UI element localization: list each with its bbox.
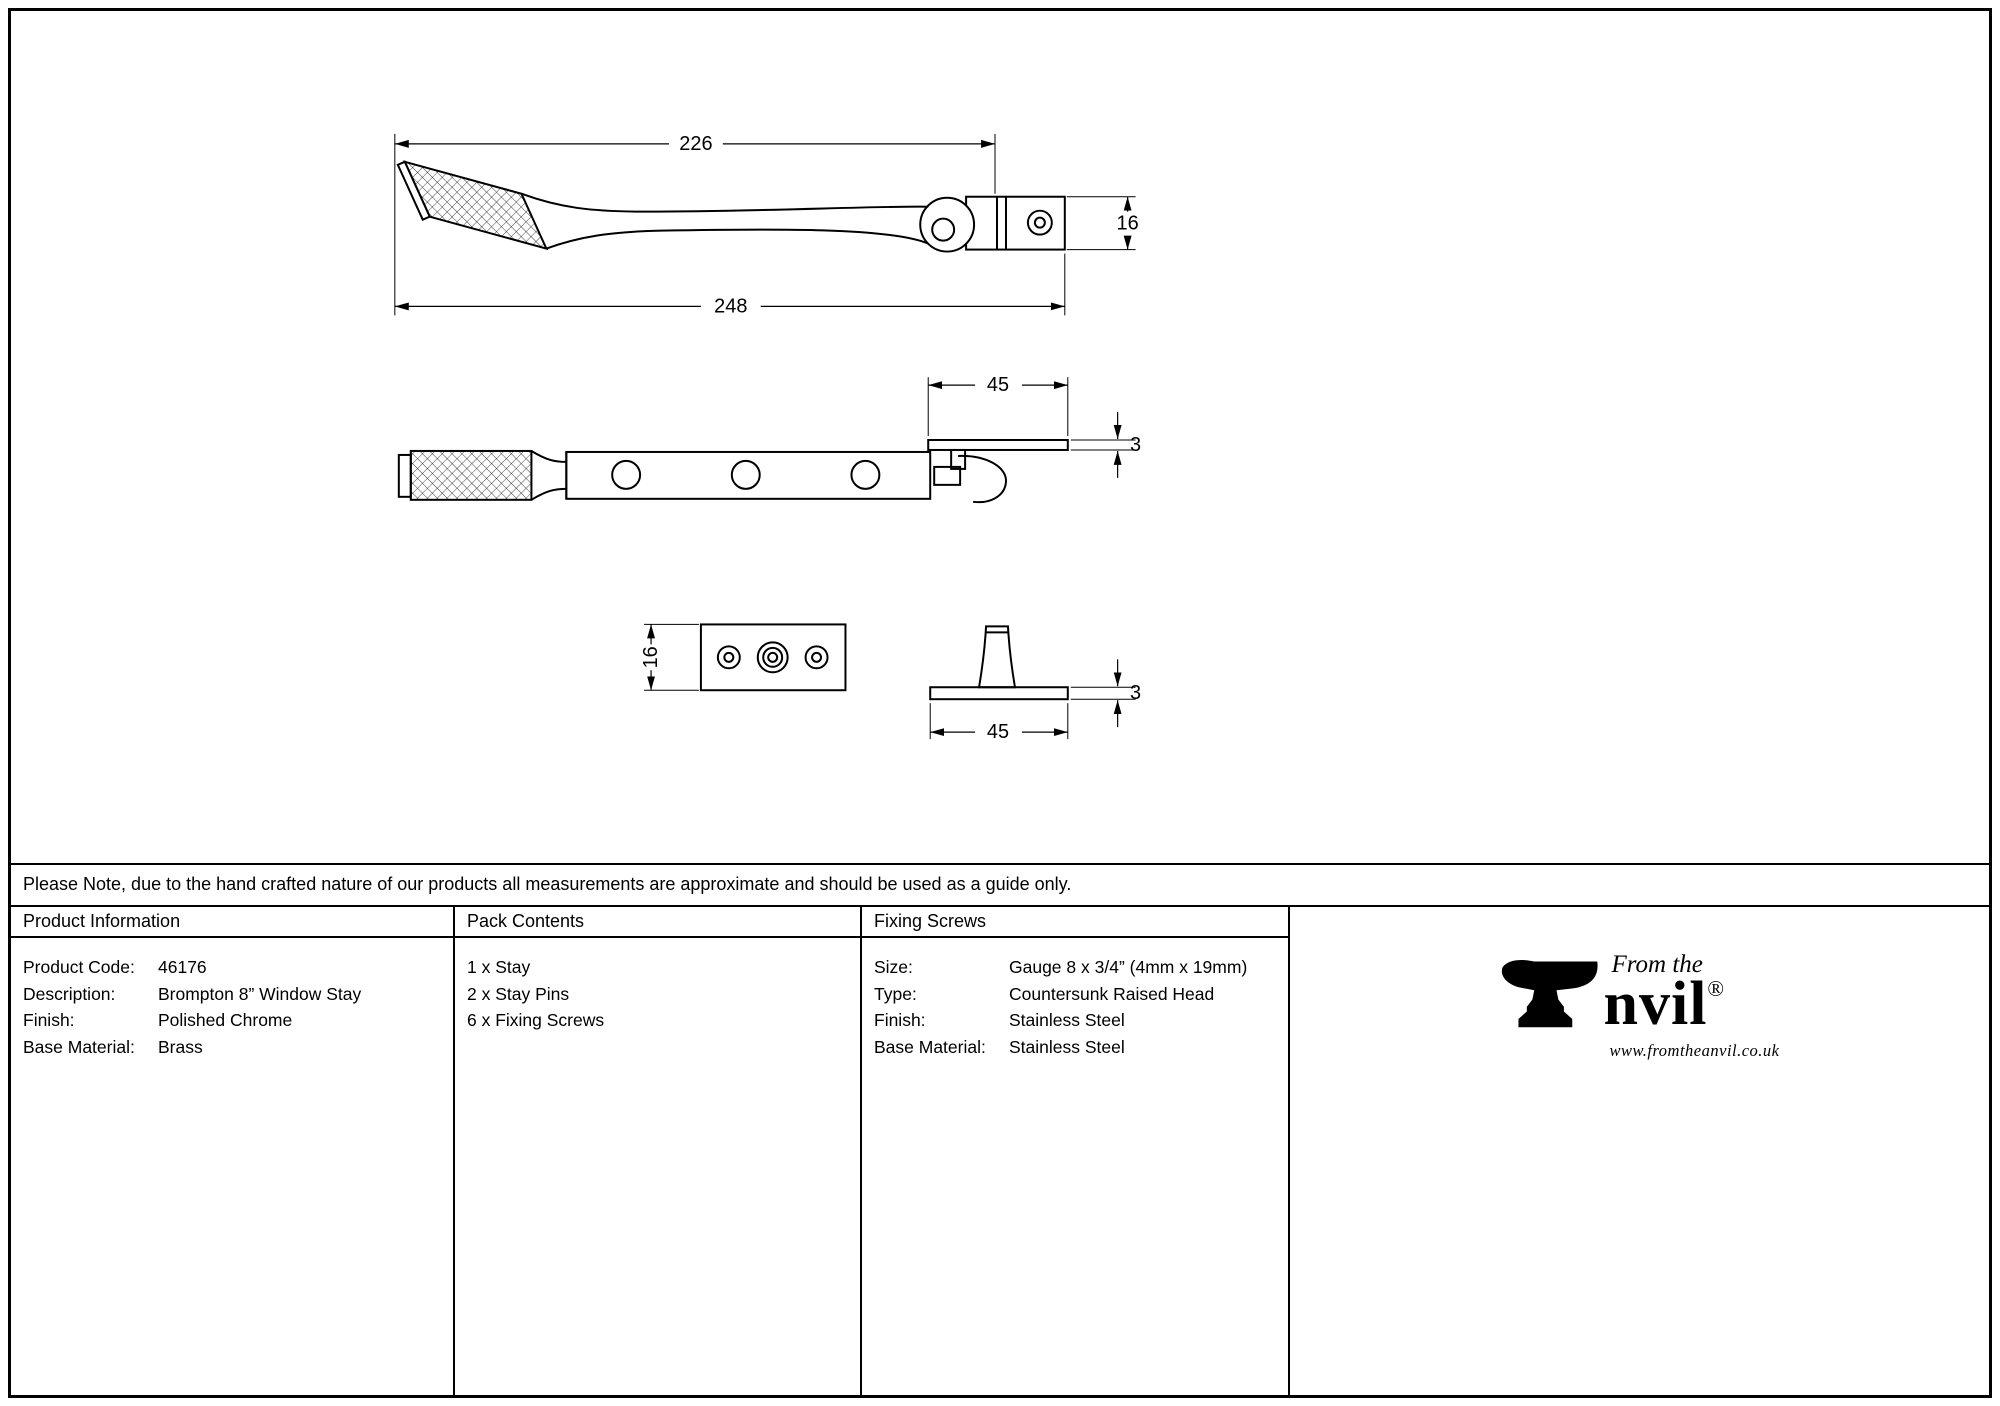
fixing-screws-header: Fixing Screws [862,907,1290,938]
dim-label-248: 248 [714,295,747,317]
info-table: Product Information Pack Contents Fixing… [11,907,1989,1395]
dim-label-226: 226 [679,133,712,155]
page-frame: 226 [8,8,1992,1398]
description-row: Description: Brompton 8” Window Stay [23,981,441,1008]
logo-wordmark-text: nvil [1603,970,1708,1038]
screw-finish-row: Finish: Stainless Steel [874,1007,1276,1034]
screw-base-material-value: Stainless Steel [1009,1036,1125,1057]
finish-row: Finish: Polished Chrome [23,1007,441,1034]
dim-label-45-pin: 45 [987,721,1009,743]
technical-drawing-area: 226 [11,11,1989,863]
screw-size-row: Size: Gauge 8 x 3/4” (4mm x 19mm) [874,954,1276,981]
registered-trademark-symbol: ® [1707,976,1725,1001]
pack-item-stay: 1 x Stay [467,957,531,977]
screw-size-label: Size: [874,957,913,977]
logo-text-block: From the nvil® www.fromtheanvil.co.uk [1603,952,1779,1061]
product-code-value: 46176 [158,957,207,977]
base-material-value: Brass [158,1036,203,1057]
technical-drawing-svg: 226 [394,133,1141,743]
product-code-row: Product Code: 46176 [23,954,441,981]
fixing-screws-header-label: Fixing Screws [874,911,987,931]
screw-type-label: Type: [874,983,917,1004]
product-info-body: Product Code: 46176 Description: Brompto… [11,938,455,1395]
pack-contents-body: 1 x Stay 2 x Stay Pins 6 x Fixing Screws [455,938,862,1395]
note-text: Please Note, due to the hand crafted nat… [23,874,1072,894]
pack-item-stay-pins: 2 x Stay Pins [467,983,570,1004]
base-material-row: Base Material: Brass [23,1034,441,1061]
screw-finish-label: Finish: [874,1010,926,1030]
keep-plate-front-view: 16 [640,623,847,692]
logo-wordmark: nvil® [1603,973,1779,1035]
dim-label-3-pin: 3 [1130,682,1141,704]
screw-base-material-label: Base Material: [874,1036,986,1057]
logo-url: www.fromtheanvil.co.uk [1609,1040,1780,1060]
fixing-screws-body: Size: Gauge 8 x 3/4” (4mm x 19mm) Type: … [862,938,1290,1395]
base-material-label: Base Material: [23,1036,135,1057]
dim-label-16-plate: 16 [640,646,662,668]
screw-type-value: Countersunk Raised Head [1009,983,1215,1004]
anvil-logo-icon [1502,960,1599,1028]
product-info-header: Product Information [11,907,455,938]
screw-size-value: Gauge 8 x 3/4” (4mm x 19mm) [1009,957,1248,977]
pack-contents-header: Pack Contents [455,907,862,938]
description-label: Description: [23,983,116,1004]
brand-logo: From the nvil® www.fromtheanvil.co.uk [1499,952,1779,1061]
dim-label-16-side: 16 [1117,213,1139,235]
stay-pin-side-view: 3 45 [929,625,1141,743]
stay-plan-view: 45 [397,374,1141,504]
logo-tagline: From the [1611,951,1703,978]
pack-contents-header-label: Pack Contents [467,911,585,931]
note-bar: Please Note, due to the hand crafted nat… [11,863,1989,907]
brand-cell: From the nvil® www.fromtheanvil.co.uk [1290,907,1989,1395]
screw-base-material-row: Base Material: Stainless Steel [874,1034,1276,1061]
pack-item-fixing-screws: 6 x Fixing Screws [467,1010,605,1030]
screw-finish-value: Stainless Steel [1009,1010,1125,1030]
dim-label-45-top: 45 [987,374,1009,396]
finish-value: Polished Chrome [158,1010,293,1030]
stay-side-view: 226 [394,133,1139,317]
product-info-header-label: Product Information [23,911,181,931]
finish-label: Finish: [23,1010,75,1030]
description-value: Brompton 8” Window Stay [158,983,362,1004]
product-code-label: Product Code: [23,957,135,977]
screw-type-row: Type: Countersunk Raised Head [874,981,1276,1008]
dim-label-3-top: 3 [1130,434,1141,456]
